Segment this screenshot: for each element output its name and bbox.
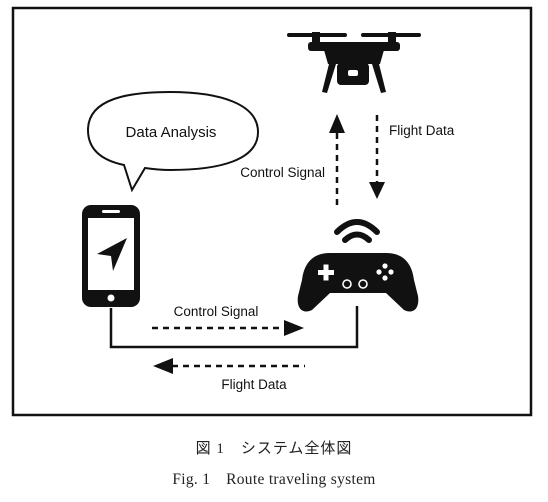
diagram-frame	[11, 6, 533, 417]
speech-bubble	[86, 90, 260, 193]
flight-data-down-arrow	[369, 115, 385, 199]
figure-caption-english: Fig. 1 Route traveling system	[172, 471, 376, 488]
control-signal-up-arrow	[329, 114, 345, 205]
navigation-arrow-icon	[97, 238, 127, 271]
wifi-icon	[334, 219, 380, 243]
flight-data-label-bottom: Flight Data	[221, 377, 287, 392]
bubble-label: Data Analysis	[126, 124, 217, 141]
game-controller-icon	[297, 253, 419, 312]
control-signal-right-arrow	[152, 320, 304, 336]
flight-data-label-top: Flight Data	[389, 123, 455, 138]
wired-connection-line	[109, 306, 359, 349]
control-signal-label-bottom: Control Signal	[174, 304, 259, 319]
figure-caption-japanese: 図 1 システム全体図	[195, 441, 353, 457]
drone-icon	[287, 32, 421, 93]
flight-data-left-arrow	[153, 358, 305, 374]
system-diagram: Data Analysis	[11, 6, 533, 417]
control-signal-label-top: Control Signal	[240, 165, 325, 180]
